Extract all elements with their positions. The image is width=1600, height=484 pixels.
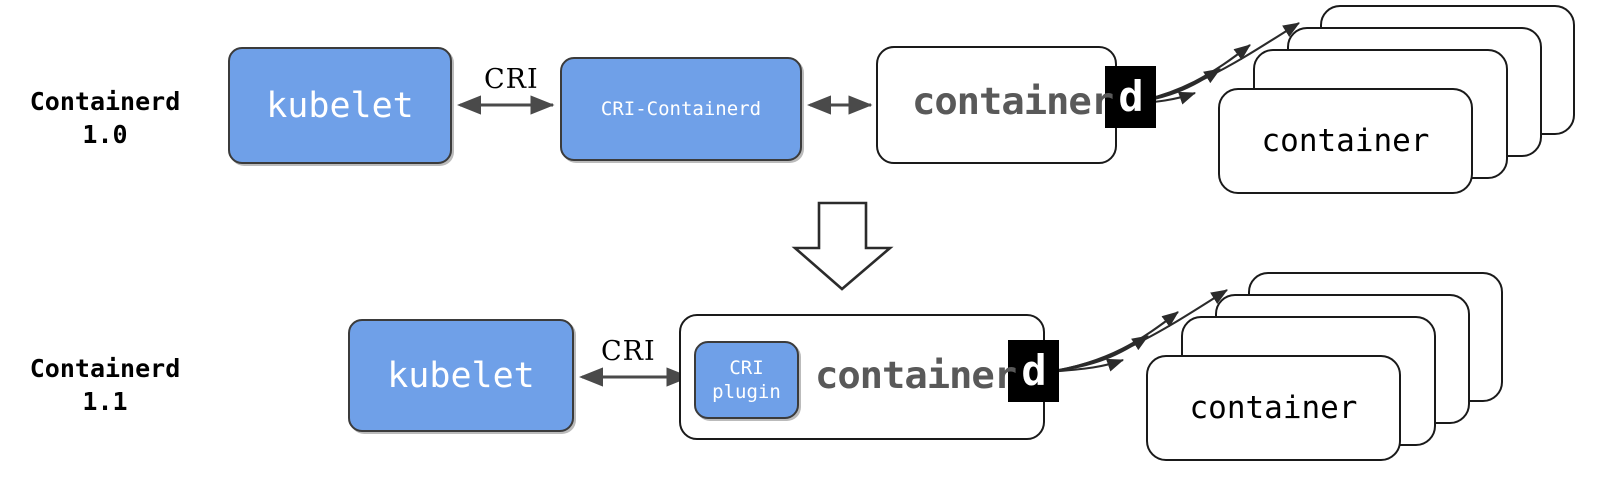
row-label-containerd-1-0: Containerd 1.0 <box>29 87 181 149</box>
edge-label-cri-bottom: CRI <box>601 336 656 367</box>
container-card-label: container <box>1261 123 1430 159</box>
node-cri-containerd[interactable]: CRI-Containerd <box>560 57 802 161</box>
node-cri-containerd-label: CRI-Containerd <box>600 98 762 120</box>
node-cri-plugin-label: CRI plugin <box>712 357 781 403</box>
container-card-front-top: container <box>1218 88 1473 194</box>
node-containerd-top[interactable] <box>876 46 1117 164</box>
node-kubelet-top[interactable]: kubelet <box>228 47 452 164</box>
node-kubelet-bottom[interactable]: kubelet <box>348 319 574 432</box>
container-card-label: container <box>1189 390 1358 426</box>
node-kubelet-label: kubelet <box>266 85 414 126</box>
row-label-containerd-1-1: Containerd 1.1 <box>29 354 181 416</box>
container-card-front-bottom: container <box>1146 355 1401 461</box>
node-cri-plugin[interactable]: CRI plugin <box>694 341 799 419</box>
edge-label-cri-top: CRI <box>484 64 539 95</box>
node-kubelet-label: kubelet <box>387 355 535 396</box>
